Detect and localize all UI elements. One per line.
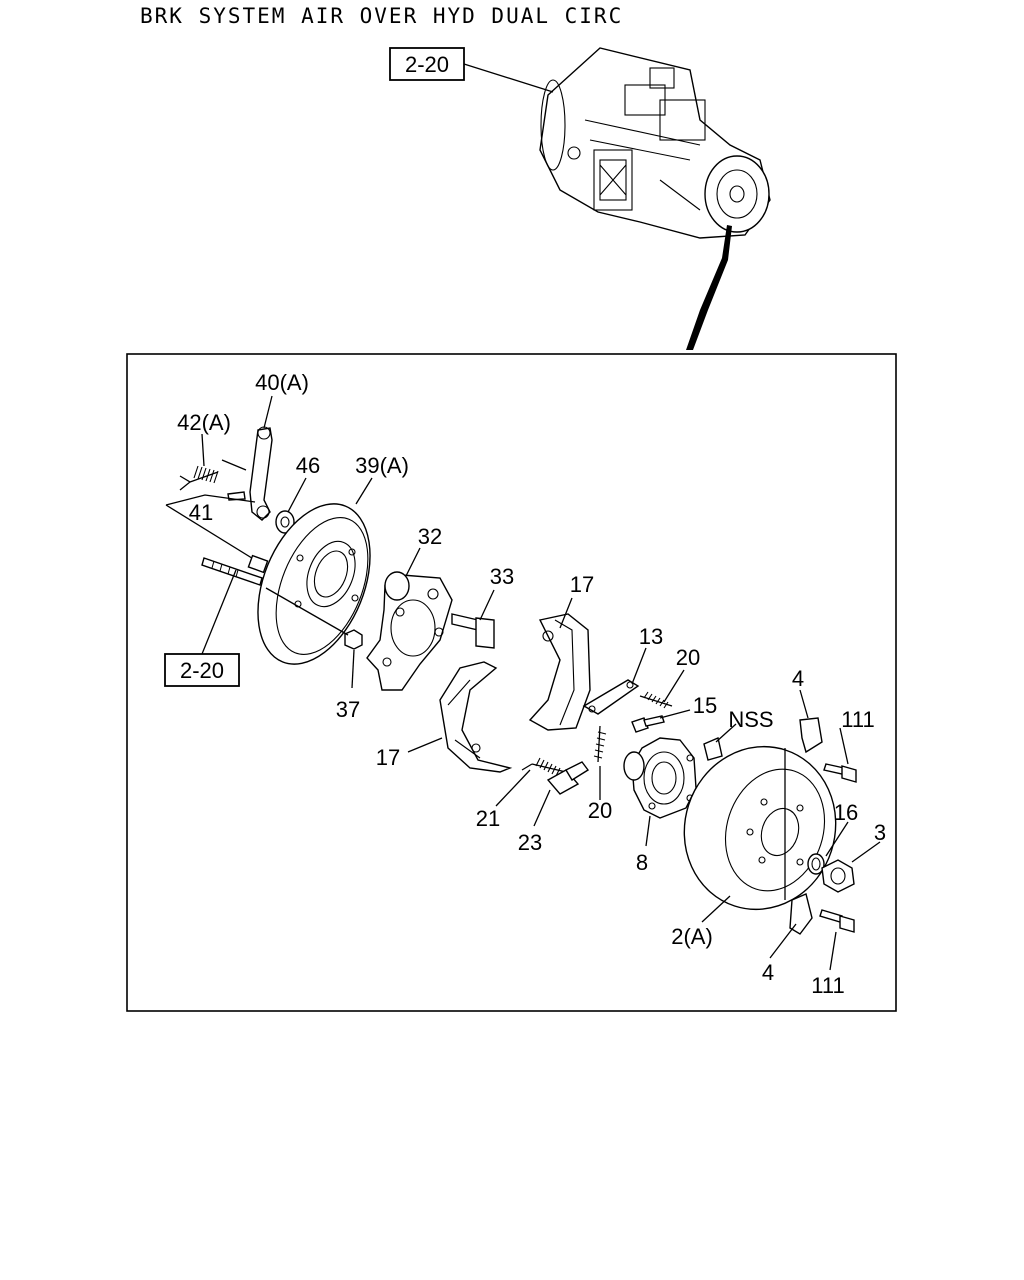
part-37-nut bbox=[265, 587, 363, 650]
callout-4-lower: 4 bbox=[762, 960, 774, 985]
callout-33: 33 bbox=[490, 564, 514, 589]
part-111-upper-bolt bbox=[823, 763, 857, 783]
part-46-washer bbox=[275, 510, 295, 534]
callout-2: 2(A) bbox=[671, 924, 713, 949]
part-13-link-plate bbox=[582, 679, 640, 715]
part-15-bolt bbox=[631, 715, 665, 733]
part-20-lower-spring bbox=[593, 725, 607, 763]
part-16-ring bbox=[807, 853, 825, 875]
callout-46: 46 bbox=[296, 453, 320, 478]
callout-8: 8 bbox=[636, 850, 648, 875]
ref-box-top-label: 2-20 bbox=[405, 52, 449, 77]
callout-13: 13 bbox=[639, 624, 663, 649]
part-stud-bolt bbox=[201, 557, 263, 586]
part-17-upper-brake-shoe bbox=[528, 613, 591, 731]
callout-40: 40(A) bbox=[255, 370, 309, 395]
part-23-adjuster bbox=[546, 761, 590, 795]
part-32-anchor-plate bbox=[366, 571, 453, 691]
callout-17-lower: 17 bbox=[376, 745, 400, 770]
part-21-spring bbox=[521, 757, 567, 777]
leader-lines bbox=[201, 395, 881, 971]
part-17-lower-brake-shoe bbox=[439, 661, 513, 773]
callout-20-lower: 20 bbox=[588, 798, 612, 823]
part-42-spring bbox=[179, 465, 219, 491]
callout-nss: NSS bbox=[728, 707, 773, 732]
part-39-backing-plate bbox=[247, 503, 371, 665]
callout-16: 16 bbox=[834, 800, 858, 825]
ref-box-left[interactable]: 2-20 bbox=[164, 653, 240, 687]
callout-23: 23 bbox=[518, 830, 542, 855]
part-40-lever bbox=[221, 426, 273, 521]
ref-box-top[interactable]: 2-20 bbox=[389, 47, 465, 81]
ref-box-left-label: 2-20 bbox=[180, 658, 224, 683]
callout-41: 41 bbox=[189, 500, 213, 525]
callout-20-upper: 20 bbox=[676, 645, 700, 670]
callout-39: 39(A) bbox=[355, 453, 409, 478]
part-3-hub-nut bbox=[821, 859, 855, 893]
callout-3: 3 bbox=[874, 820, 886, 845]
callout-4-upper: 4 bbox=[792, 666, 804, 691]
callout-15: 15 bbox=[693, 693, 717, 718]
callout-42: 42(A) bbox=[177, 410, 231, 435]
callout-labels: 40(A) 42(A) 46 39(A) 41 32 33 17 13 20 1… bbox=[177, 370, 886, 998]
part-20-upper-spring bbox=[639, 691, 673, 709]
callout-111-upper: 111 bbox=[841, 707, 874, 732]
part-4-upper-clip bbox=[799, 717, 823, 754]
part-33-cam-shaft bbox=[451, 613, 495, 649]
page-title: BRK SYSTEM AIR OVER HYD DUAL CIRC bbox=[140, 4, 624, 28]
callout-37: 37 bbox=[336, 697, 360, 722]
callout-32: 32 bbox=[418, 524, 442, 549]
callout-17-upper: 17 bbox=[570, 572, 594, 597]
part-111-lower-bolt bbox=[819, 909, 855, 933]
transmission-illustration bbox=[539, 47, 771, 350]
callout-21: 21 bbox=[476, 806, 500, 831]
detail-frame bbox=[126, 353, 897, 1012]
part-nss bbox=[703, 737, 723, 761]
part-8-wheel-hub bbox=[623, 737, 697, 819]
part-2-brake-drum bbox=[683, 745, 837, 911]
callout-111-lower: 111 bbox=[811, 973, 844, 998]
